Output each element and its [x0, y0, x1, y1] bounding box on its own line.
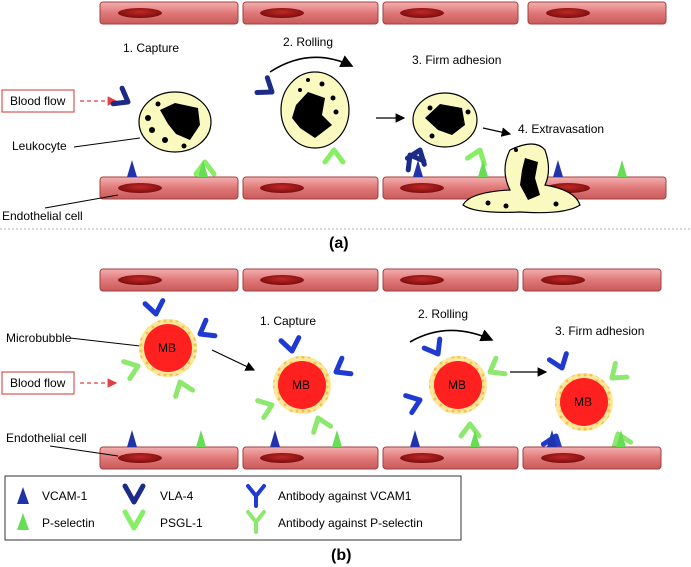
blood-flow-box-a: Blood flow [1, 89, 75, 113]
vla4-rolling [257, 78, 277, 100]
vcam1-a4 [553, 160, 563, 177]
legend-ab-pselectin: Antibody against P-selectin [278, 516, 423, 530]
legend: VCAM-1 P-selectin VLA-4 PSGL-1 Antibody … [4, 475, 462, 541]
ab-vcam1-mb3-a [424, 339, 446, 358]
vcam1-b3 [410, 430, 420, 447]
microbubble-2: MB [273, 356, 331, 414]
panel-a: 1. Capture 2. Rolling 3. Firm adhesion 4… [1, 1, 667, 252]
progress-arrow-a2 [482, 127, 512, 137]
endothelial-pointer-b [49, 445, 119, 457]
microbubble-3: MB [429, 356, 487, 414]
ab-vcam1-mb4-a [549, 354, 570, 371]
pselectin-b1 [196, 430, 206, 447]
endothelial-cell-top-b2 [242, 268, 379, 292]
panel-b: 1. Capture 2. Rolling 3. Firm adhesion M… [1, 268, 662, 564]
mb-label-4: MB [574, 395, 592, 409]
pselectin-b4 [616, 430, 626, 447]
pselectin-a3 [478, 160, 488, 177]
legend-ab-vcam1: Antibody against VCAM1 [278, 489, 412, 503]
pselectin-b2 [332, 430, 342, 447]
ab-pselectin-mb1-a [124, 358, 141, 379]
panel-label-b: (b) [331, 547, 351, 564]
leukocyte-extravasation [462, 143, 581, 214]
legend-pselectin: P-selectin [42, 516, 95, 530]
microbubble-1: MB [139, 319, 197, 377]
leukocyte-pointer [73, 137, 141, 148]
legend-pselectin-icon [17, 513, 29, 530]
endothelial-cell-label-b: Endothelial cell [6, 431, 87, 445]
leukocyte-label: Leukocyte [12, 139, 67, 153]
legend-psgl1: PSGL-1 [160, 516, 203, 530]
mb-label-2: MB [292, 378, 310, 392]
legend-psgl1-icon [122, 509, 146, 531]
ab-pselectin-mb3-a [486, 358, 505, 380]
step-firm-adhesion-b: 3. Firm adhesion [555, 324, 644, 338]
microbubble-pointer [69, 337, 141, 347]
endothelial-cell-label-a: Endothelial cell [2, 209, 83, 223]
blood-flow-label-a: Blood flow [10, 94, 66, 108]
endothelial-cell-top-a1 [99, 1, 239, 25]
ab-vcam1-mb3-b [406, 392, 423, 413]
endothelial-cell-bottom-b3 [382, 446, 519, 470]
pselectin-a1 [198, 160, 208, 177]
vcam1-b2 [270, 430, 280, 447]
endothelial-cell-bottom-b2 [242, 446, 379, 470]
endothelial-cell-top-a4 [527, 1, 667, 25]
step-capture-b: 1. Capture [260, 314, 316, 328]
legend-vla4-icon [122, 483, 146, 505]
legend-vcam1-icon [17, 487, 29, 504]
step-rolling-b: 2. Rolling [418, 307, 468, 321]
step-firm-adhesion-a: 3. Firm adhesion [412, 53, 501, 67]
microbubble-label: Microbubble [6, 331, 72, 345]
vla4-capture [113, 88, 132, 110]
ab-vcam1-mb1-a [145, 301, 165, 316]
ab-pselectin-mb1-b [172, 379, 193, 396]
panel-label-a: (a) [329, 235, 349, 252]
legend-vla4: VLA-4 [160, 489, 194, 503]
ab-pselectin-mb2-a [258, 397, 275, 418]
mb-label-3: MB [448, 378, 466, 392]
endothelial-cell-top-b3 [382, 268, 519, 292]
endothelial-cell-bottom-a2 [242, 176, 379, 200]
step-capture-a: 1. Capture [123, 41, 179, 55]
ab-pselectin-mb2-b [310, 415, 331, 432]
rolling-arrow-b [409, 329, 494, 343]
endothelial-cell-top-a2 [242, 1, 379, 25]
ab-vcam1-mb2-b [332, 358, 351, 380]
legend-ab-pselectin-icon [246, 510, 266, 534]
legend-ab-vcam1-icon [246, 484, 266, 508]
leukocyte-rolling [280, 71, 350, 149]
leukocyte-capture [138, 91, 212, 153]
psgl1-firm [467, 147, 488, 164]
pselectin-b3 [470, 430, 480, 447]
endothelial-pointer-a [44, 194, 119, 209]
rolling-arrow-a [269, 55, 354, 73]
ab-vcam1-mb2-a [281, 338, 301, 353]
endothelial-cell-bottom-b1 [99, 446, 239, 470]
endothelial-cell-top-b4 [522, 268, 662, 292]
ab-pselectin-mb4-a [606, 363, 627, 385]
microbubble-4: MB [555, 373, 613, 431]
vcam1-b1 [127, 430, 137, 447]
progress-arrow-b1 [211, 349, 256, 371]
endothelial-cell-top-b1 [99, 268, 239, 292]
pselectin-a4 [617, 160, 627, 177]
endothelial-cell-bottom-a1 [99, 176, 239, 200]
mb-label-1: MB [158, 341, 176, 355]
blood-flow-label-b: Blood flow [10, 376, 66, 390]
endothelial-cell-bottom-b4 [522, 446, 662, 470]
ab-pselectin-mb3-b [461, 424, 479, 436]
psgl1-rolling [325, 150, 343, 162]
ab-vcam1-mb1-b [196, 320, 215, 342]
step-extravasation-a: 4. Extravasation [518, 122, 604, 136]
leukocyte-firm-adhesion [412, 92, 478, 148]
legend-vcam1: VCAM-1 [42, 489, 88, 503]
step-rolling-a: 2. Rolling [283, 35, 333, 49]
vcam1-a1 [127, 160, 137, 177]
vcam1-a3 [413, 160, 423, 177]
blood-flow-box-b: Blood flow [1, 371, 75, 395]
endothelial-cell-top-a3 [382, 1, 519, 25]
vcam1-b4 [547, 430, 557, 447]
